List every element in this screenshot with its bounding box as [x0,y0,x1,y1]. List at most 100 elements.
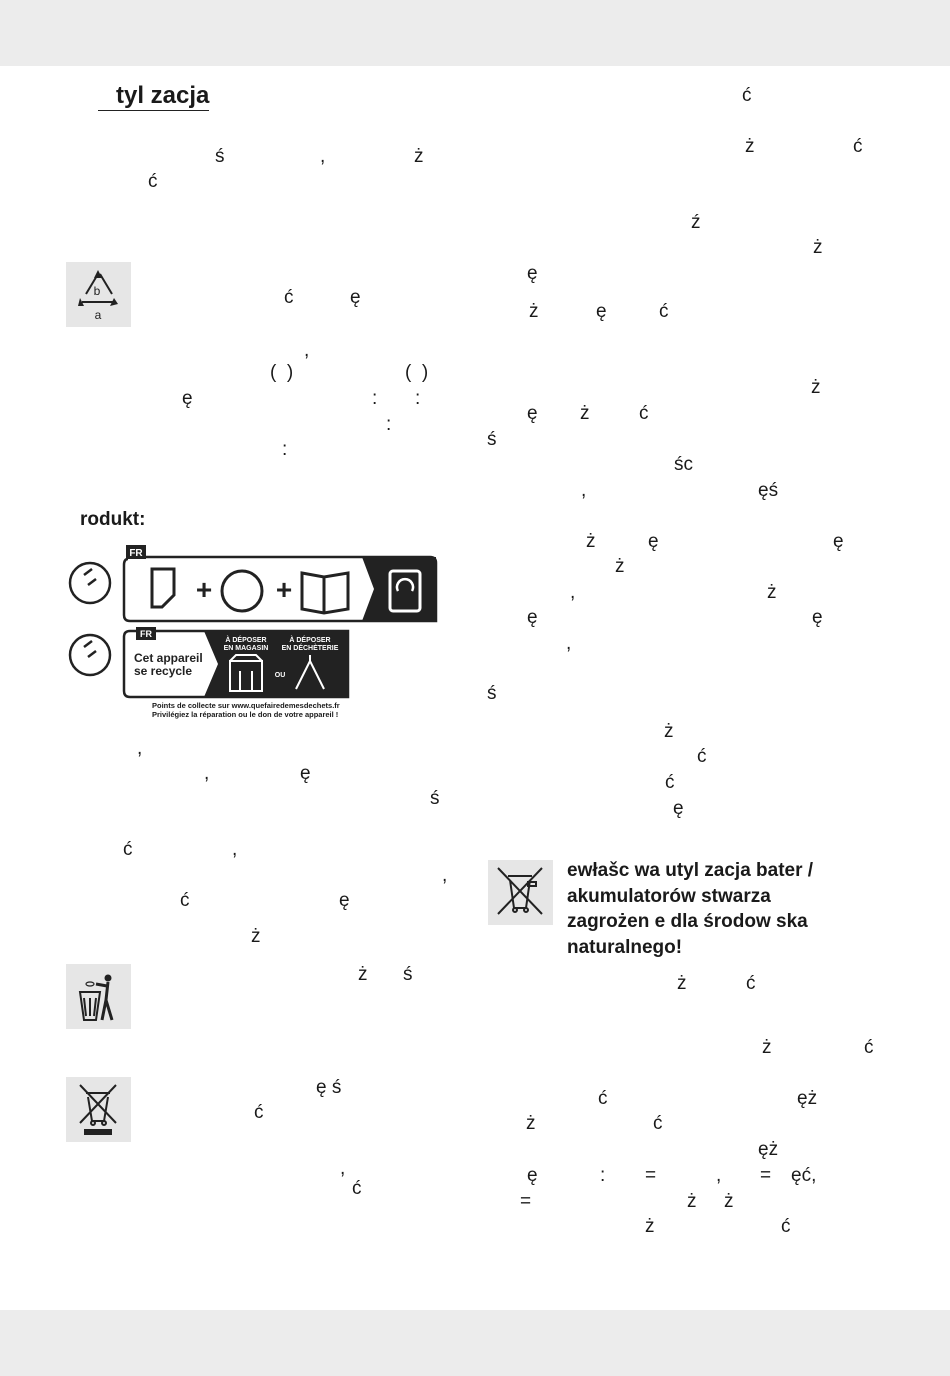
right-text-fragment: ż [813,237,823,258]
section-heading: tyl zacja [98,82,210,111]
battery-disposal-icon [488,860,553,925]
left-text-fragment: ( ) [270,362,294,383]
right-text-fragment: ś [487,429,497,450]
right-text-fragment: ę [596,301,607,322]
right-text-fragment: ć [781,1216,791,1237]
left-text-fragment: ć [148,171,158,192]
svg-text:+: + [196,574,212,605]
left-text-fragment: , [232,839,238,860]
left-text-fragment: : [386,414,392,435]
right-text-fragment: , [581,480,587,501]
deposit-center-1: À DÉPOSER [289,635,330,644]
right-text-fragment: ć [742,85,752,106]
battery-warning: ewłašc wa utyl zacja bater / akumulatoró… [567,860,814,958]
right-text-fragment: ż [526,1113,536,1134]
right-text-fragment: ę [812,607,823,628]
left-text-fragment: ć [180,890,190,911]
right-text-fragment: ż [762,1037,772,1058]
deposit-store-2: EN MAGASIN [224,645,269,652]
right-text-fragment: ę [527,263,538,284]
right-text-fragment: ż [677,973,687,994]
right-text-fragment: ż [529,301,539,322]
right-text-fragment: , [570,582,576,603]
product-subheading: rodukt: [80,509,146,530]
triman-icon [68,561,112,605]
left-text-fragment: ę [182,388,193,409]
weee-bin-icon [66,1077,131,1142]
left-text-fragment: ć [254,1102,264,1123]
left-text-fragment: ś [403,964,413,985]
triman-icon-2 [68,633,112,677]
left-text-fragment: , [304,340,310,361]
triman-label-packaging: FR + + [64,545,444,625]
right-text-fragment: = [520,1191,532,1212]
right-text-fragment: ż [615,556,625,577]
right-text-fragment: ć [659,301,669,322]
left-text-fragment: ę [300,763,311,784]
left-text-fragment: : [282,439,288,460]
trash-disposal-icon [66,964,131,1029]
right-text-fragment: ż [580,403,590,424]
right-text-fragment: ż [645,1216,655,1237]
left-text-fragment: ć [123,839,133,860]
collect-note: Points de collecte sur www.quefairedemes… [152,701,340,719]
bottom-band [0,1310,950,1376]
right-text-fragment: ć [853,136,863,157]
right-text-fragment: ęż [758,1139,779,1160]
right-text-fragment: ś [487,683,497,704]
right-text-fragment: ęś [758,480,779,501]
right-text-fragment: ęż [797,1088,818,1109]
left-text-fragment: , [204,763,210,784]
recycle-letter-b: b [94,284,101,298]
left-text-fragment: ż [414,146,424,167]
right-text-fragment: ż [586,531,596,552]
left-text-fragment: ć [284,287,294,308]
deposit-store-1: À DÉPOSER [225,635,266,644]
left-text-fragment: ś [430,788,440,809]
right-text-fragment: ę [833,531,844,552]
right-text-fragment: , [716,1165,722,1186]
right-text-fragment: , [566,633,572,654]
right-text-fragment: : [600,1165,606,1186]
right-text-fragment: ę [673,798,684,819]
left-text-fragment: ż [358,964,368,985]
left-text-fragment: ć [352,1178,362,1199]
svg-text:+: + [276,574,292,605]
right-text-fragment: śc [674,454,693,475]
triman-badge: FR [129,548,143,559]
recycle-letter-a: a [95,308,102,322]
right-text-fragment: ż [767,582,777,603]
top-band [0,0,950,66]
left-text-fragment: ę [350,287,361,308]
triman-badge-2: FR [140,629,152,639]
left-text-fragment: , [442,865,448,886]
left-text-fragment: ę [339,890,350,911]
right-text-fragment: ę [527,607,538,628]
right-text-fragment: ę [527,1165,538,1186]
right-text-fragment: ć [697,746,707,767]
left-text-fragment: ( ) [405,362,429,383]
appliance-text-1: Cet appareil [134,651,203,665]
right-text-fragment: ż [724,1191,734,1212]
right-text-fragment: ż [811,377,821,398]
left-text-fragment: : [415,388,421,409]
left-text-fragment: , [137,738,143,759]
left-text-fragment: ę ś [316,1077,342,1098]
right-text-fragment: ć [598,1088,608,1109]
right-text-fragment: ć [665,772,675,793]
right-text-fragment: ż [664,721,674,742]
right-text-fragment: ć [746,973,756,994]
right-text-fragment: = [645,1165,657,1186]
left-text-fragment: ż [251,926,261,947]
deposit-center-2: EN DÉCHÈTERIE [282,643,339,652]
right-text-fragment: ęć, [791,1165,817,1186]
right-text-fragment: ć [639,403,649,424]
left-text-fragment: : [372,388,378,409]
right-text-fragment: ć [653,1113,663,1134]
left-text-fragment: , [340,1158,346,1179]
right-text-fragment: ż [745,136,755,157]
left-text-fragment: , [320,146,326,167]
or-text: OU [275,672,286,679]
right-text-fragment: ę [527,403,538,424]
left-text-fragment: ś [215,146,225,167]
